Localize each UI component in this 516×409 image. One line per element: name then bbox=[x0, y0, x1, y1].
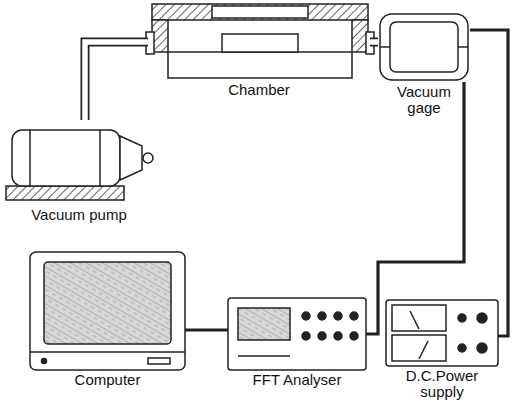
power-supply-drawing bbox=[386, 300, 498, 366]
vacuum-pump: Vacuum pump bbox=[4, 120, 154, 205]
device-label: Computer bbox=[75, 372, 141, 388]
fft-analyser: FFT Analyser bbox=[228, 298, 366, 370]
pipe-bore bbox=[370, 39, 378, 45]
computer-drawing bbox=[30, 252, 185, 370]
connector-line bbox=[470, 30, 508, 336]
fft-analyser-drawing bbox=[228, 298, 366, 370]
device-label: FFT Analyser bbox=[253, 372, 342, 388]
device-label: Vacuum gage bbox=[382, 84, 466, 116]
connector-line bbox=[185, 328, 228, 331]
power-supply: D.C.Power supply bbox=[386, 300, 498, 366]
signal-cable bbox=[366, 82, 464, 334]
chamber: Chamber bbox=[148, 2, 370, 80]
signal-cable bbox=[185, 330, 228, 331]
device-label: D.C.Power supply bbox=[392, 368, 492, 400]
vacuum-pipe bbox=[370, 42, 378, 43]
vacuum-pipe bbox=[85, 42, 148, 120]
device-label: Chamber bbox=[228, 82, 290, 98]
device-label: Vacuum pump bbox=[31, 207, 127, 223]
vacuum-pump-drawing bbox=[6, 130, 153, 200]
vacuum-gage-drawing bbox=[380, 14, 468, 80]
connector-line bbox=[366, 82, 464, 334]
connector-line bbox=[85, 42, 148, 120]
connector-line bbox=[370, 38, 378, 47]
vacuum-gage: Vacuum gage bbox=[378, 12, 470, 82]
chamber-drawing bbox=[146, 4, 374, 78]
pipe-bore bbox=[85, 42, 148, 120]
computer: Computer bbox=[30, 252, 185, 370]
signal-cable bbox=[470, 30, 508, 336]
